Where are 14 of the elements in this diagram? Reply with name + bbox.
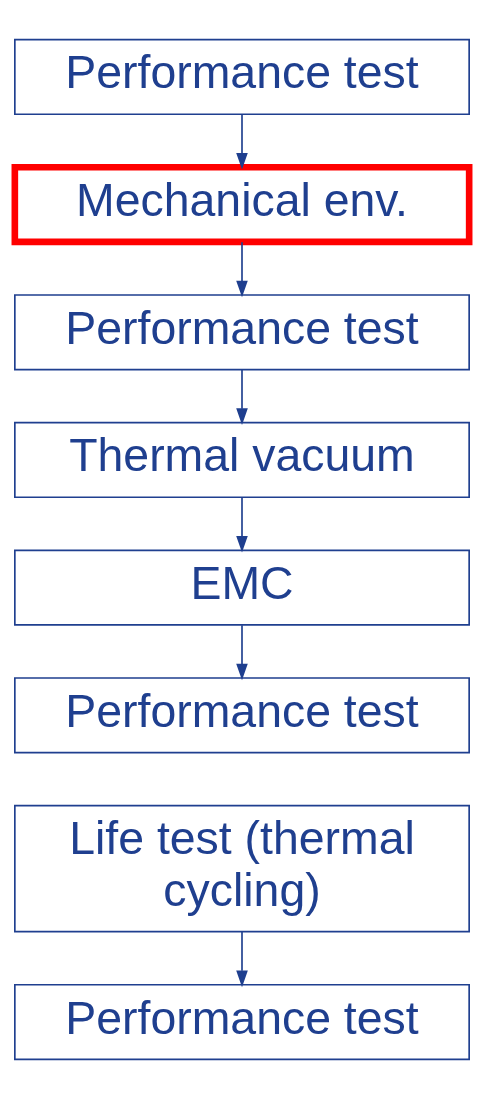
node-box: Performance test [14, 38, 470, 116]
node-box: Performance test [14, 983, 470, 1061]
arrow [236, 496, 248, 553]
node-box: Performance test [14, 677, 470, 754]
arrow [236, 369, 248, 425]
arrow [236, 624, 248, 681]
node-box: Mechanical env. [11, 164, 473, 246]
arrow [236, 241, 248, 298]
node-box: EMC [14, 549, 470, 626]
node-box: Performance test [14, 294, 470, 371]
arrow [236, 113, 248, 170]
arrow [236, 930, 248, 988]
node-box: Thermal vacuum [14, 421, 470, 499]
node-box: Life test (thermal cycling) [14, 804, 470, 933]
